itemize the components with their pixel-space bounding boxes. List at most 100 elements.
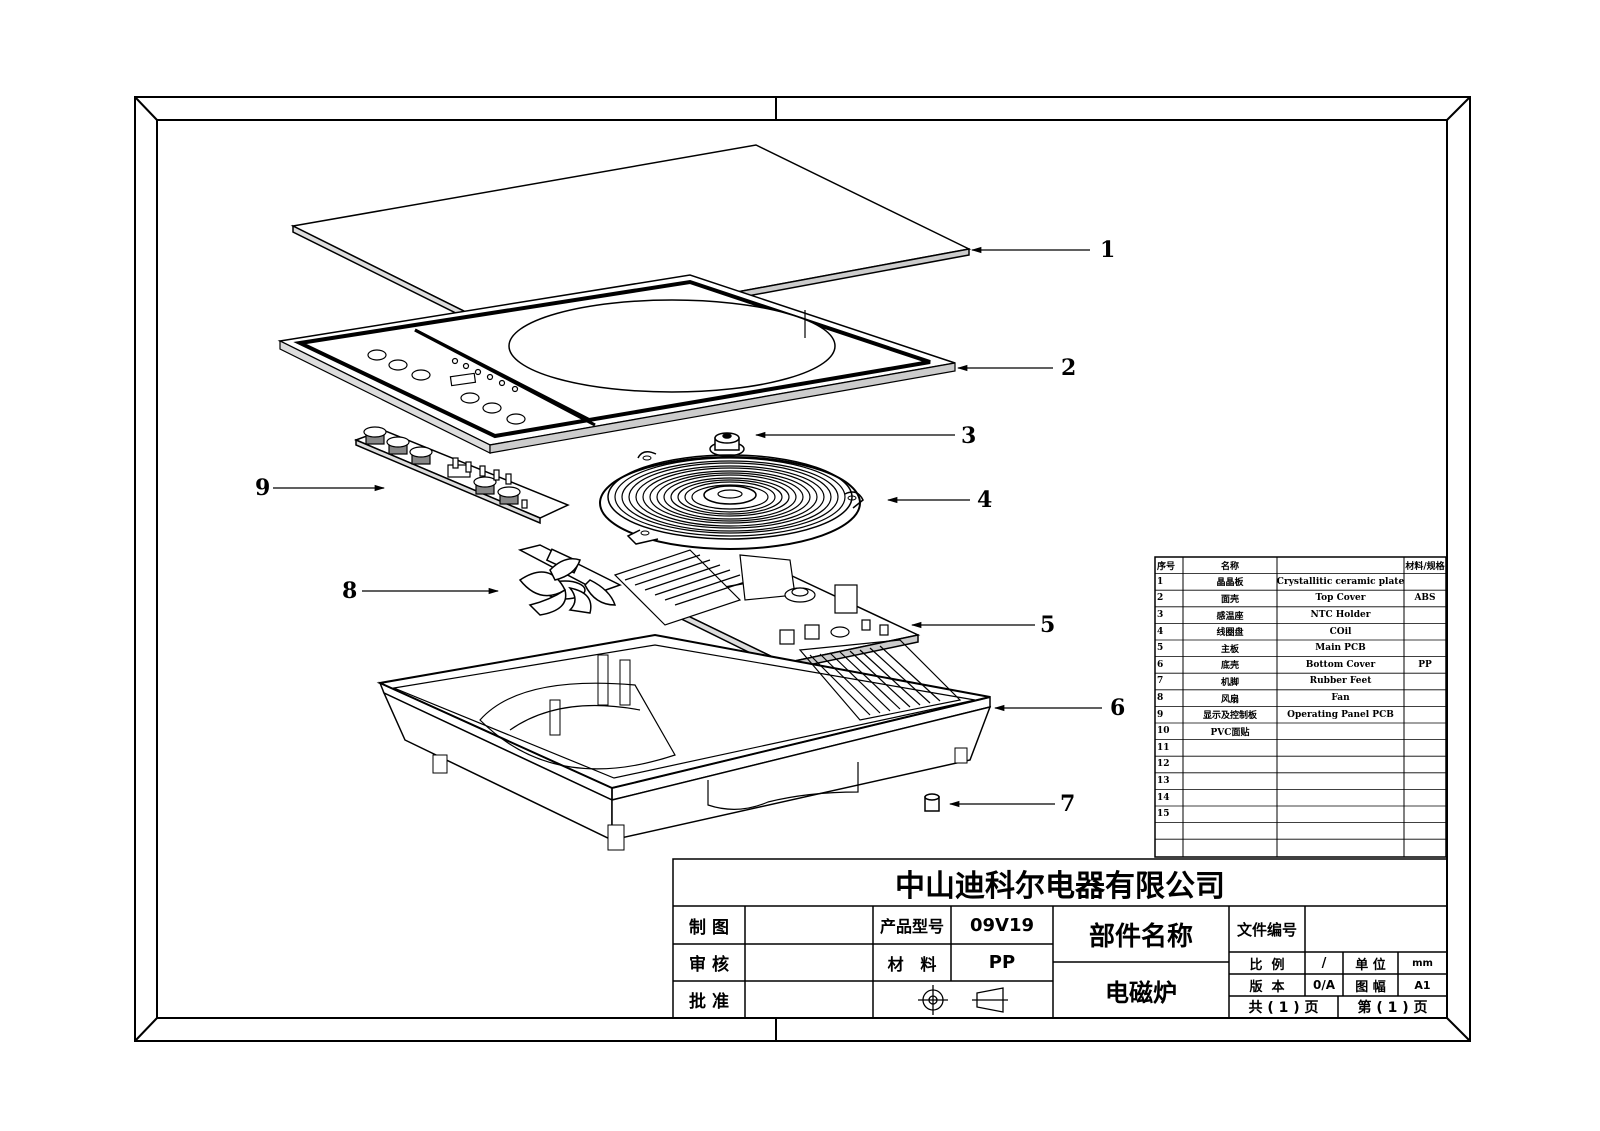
bom-cell-name: 风扇 [1220,694,1239,705]
sheet-size-value: A1 [1414,978,1431,992]
bom-cell-english [1277,789,1404,806]
bom-cell-no: 11 [1157,742,1170,753]
bom-header-no: 序号 [1157,561,1176,572]
bom-cell-english [1277,740,1404,757]
callout-8: 8 [342,578,357,604]
callout-3: 3 [961,423,976,449]
title-block-grid [672,858,1448,1019]
callout-2: 2 [1061,355,1076,381]
bom-cell-no: 5 [1157,643,1164,654]
bom-cell-english: Rubber Feet [1309,676,1372,687]
page-number: 第 ( 1 ) 页 [1357,1000,1428,1016]
bom-cell-name: 机脚 [1220,677,1239,688]
part-2-top-cover [277,274,956,454]
part-name-value: 电磁炉 [1105,978,1177,1007]
bom-cell-english: Crystallitic ceramic plate [1277,576,1404,587]
unit-value: mm [1412,957,1433,969]
callout-7: 7 [1060,791,1075,817]
callout-labels: 1 2 3 4 5 6 7 8 9 [255,237,1125,817]
callout-1: 1 [1100,237,1115,263]
company-name: 中山迪科尔电器有限公司 [895,868,1225,904]
unit-label: 单 位 [1355,957,1386,973]
bom-cell-material [1404,574,1446,591]
bom-cell-no: 14 [1157,792,1170,803]
bom-cell-english: Top Cover [1315,593,1366,604]
bom-cell-material [1404,690,1446,707]
bom-cell-name: 显示及控制板 [1202,711,1257,722]
total-pages: 共 ( 1 ) 页 [1248,1000,1319,1016]
bom-cell-name [1183,789,1277,806]
callout-5: 5 [1040,612,1055,638]
bom-cell-material [1404,740,1446,757]
drawn-label: 制 图 [689,917,729,938]
part-8-fan [517,544,622,616]
material-value: PP [988,952,1016,973]
bom-cell-no: 2 [1157,593,1164,604]
part-9-operating-panel-pcb [353,426,570,525]
bom-cell-name: 底壳 [1220,661,1239,672]
callout-4: 4 [977,487,992,513]
bom-cell-english: Bottom Cover [1305,659,1376,670]
bom-cell-english [1277,773,1404,790]
bom-cell-material [1404,673,1446,690]
file-no-label: 文件编号 [1236,920,1297,939]
part-4-coil [599,451,864,550]
bom-cell-material: PP [1418,659,1432,670]
callout-9: 9 [255,475,270,501]
bom-cell-name [1183,806,1277,823]
bom-cell-material [1404,623,1446,640]
bom-cell-material [1404,773,1446,790]
approve-label: 批 准 [689,992,729,1012]
bom-cell-name: PVC面贴 [1210,727,1250,738]
bom-cell-name: 感温座 [1216,611,1244,622]
scale-label: 比 例 [1249,957,1285,973]
bom-cell-no: 10 [1157,726,1170,737]
bom-cell-material [1404,806,1446,823]
bom-cell-english: Main PCB [1315,643,1366,654]
bom-cell-english [1277,756,1404,773]
bom-cell-english: Operating Panel PCB [1287,709,1394,720]
bom-cell-no: 7 [1157,676,1164,687]
bom-cell-name: 主板 [1220,644,1239,655]
bom-cell-no: 6 [1157,659,1164,670]
bom-cell-no: 12 [1157,759,1170,770]
bom-cell-no: 1 [1157,576,1164,587]
bom-cell-name [1183,740,1277,757]
bom-cell-material [1404,607,1446,624]
leader-lines [273,246,1102,808]
bom-cell-material [1404,789,1446,806]
bom-cell-name: 面壳 [1220,594,1239,605]
bom-cell-no: 4 [1157,626,1164,637]
bom-cell-name: 晶晶板 [1216,578,1244,589]
callout-6: 6 [1110,695,1125,721]
bom-cell-name [1183,773,1277,790]
sheet-size-label: 图 幅 [1355,979,1386,995]
model-value: 09V19 [969,914,1035,936]
bom-cell-english [1277,723,1404,740]
part-3-ntc-holder [709,432,745,457]
bom-cell-no: 13 [1157,776,1170,787]
version-value: 0/A [1312,978,1336,992]
projection-symbol-icon [918,985,1008,1015]
model-label: 产品型号 [879,917,944,936]
bom-cell-material: ABS [1414,593,1436,604]
part-6-bottom-cover [376,633,992,851]
version-label: 版 本 [1249,979,1285,995]
bom-header-material: 材料/规格 [1405,561,1445,572]
bom-cell-name: 线圈盘 [1216,628,1244,639]
bom-cell-material [1404,706,1446,723]
bom-cell-name [1183,756,1277,773]
bom-cell-no: 15 [1157,809,1170,820]
review-label: 审 核 [689,955,729,975]
bom-cell-english: COil [1329,626,1352,637]
bom-cell-no: 3 [1157,610,1164,621]
bom-cell-english: NTC Holder [1310,610,1371,621]
bom-cell-no: 9 [1157,709,1164,720]
bom-header-name: 名称 [1220,561,1239,572]
part-7-rubber-feet [924,793,940,812]
bom-cell-english [1277,806,1404,823]
part-name-label: 部件名称 [1088,921,1193,952]
bom-cell-no: 8 [1157,693,1164,704]
bom-cell-material [1404,640,1446,657]
